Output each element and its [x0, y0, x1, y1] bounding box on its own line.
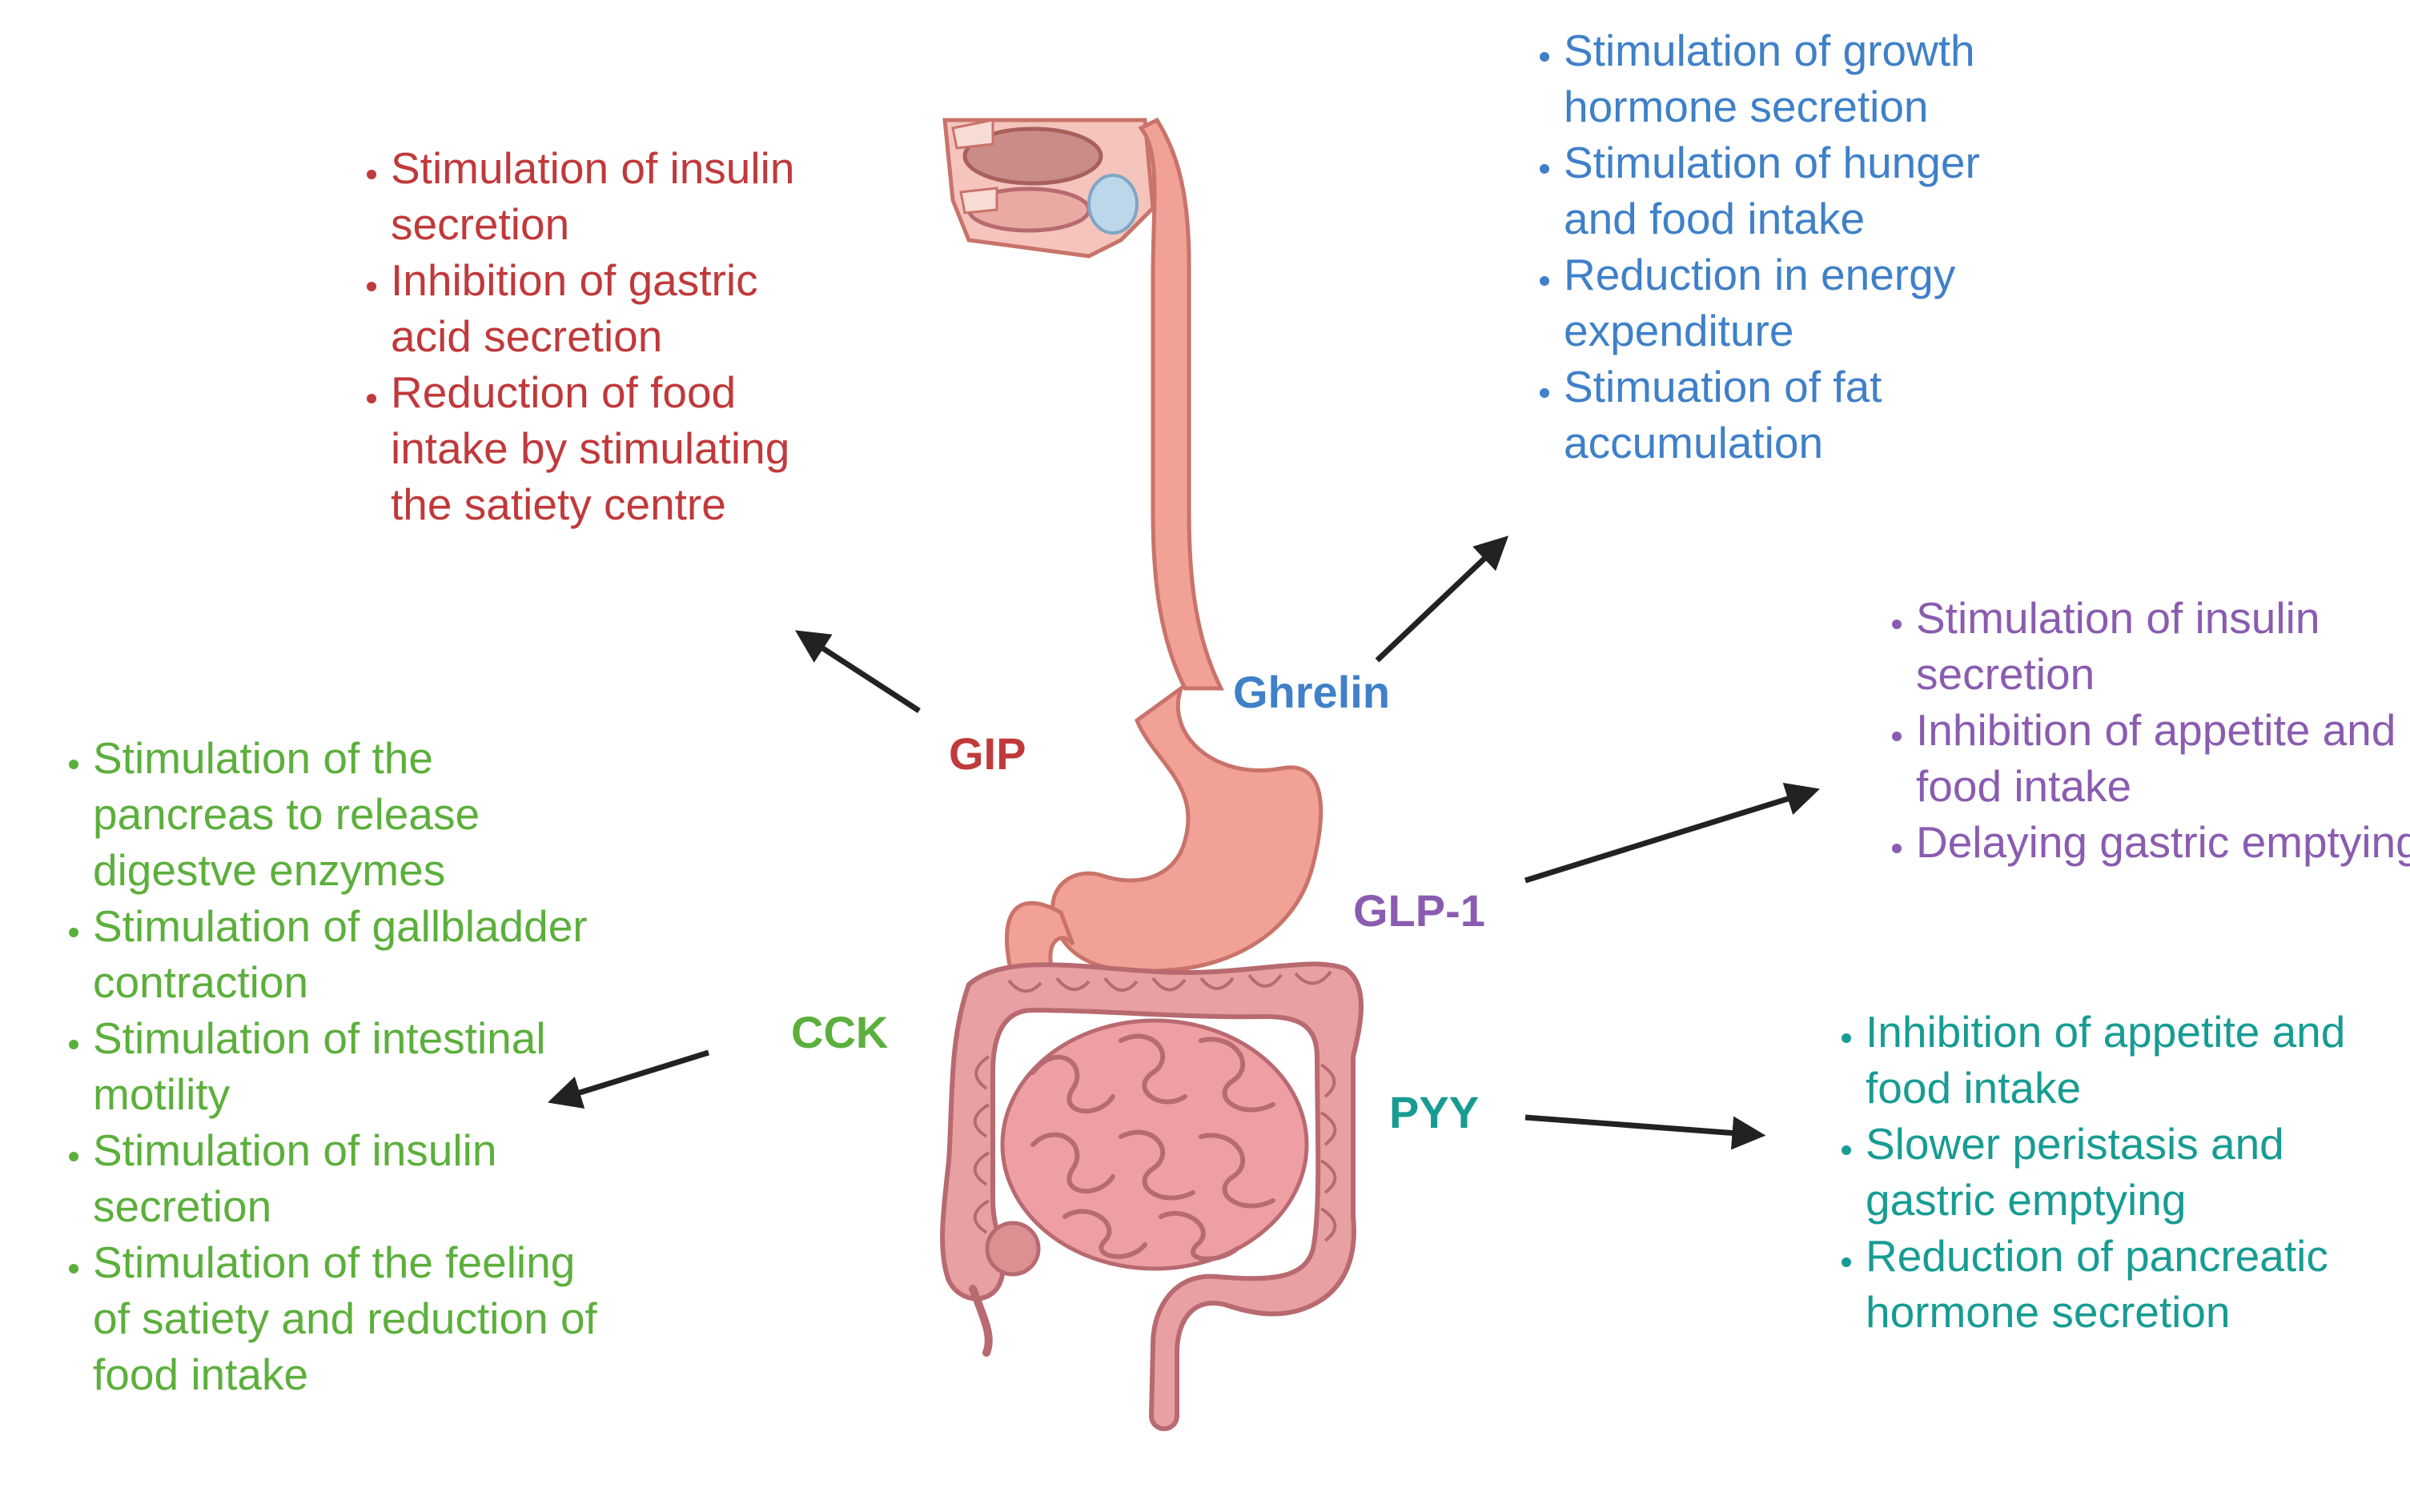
list-item: Stimuation of fat accumulation: [1564, 359, 2060, 471]
list-item: Inhibition of appetite and food intake: [1866, 1004, 2410, 1116]
hormone-label-cck: CCK: [791, 1007, 889, 1057]
list-item: Slower peristasis and gastric emptying: [1866, 1116, 2410, 1228]
arrow-gip: [794, 630, 921, 713]
small-intestine-illustration: [1000, 1018, 1309, 1271]
cck-effects-list: Stimulation of the pancreas to release d…: [38, 730, 613, 1402]
mouth-illustration: [942, 118, 1155, 259]
pyy-effects-list: Inhibition of appetite and food intake S…: [1811, 1004, 2410, 1340]
list-item: Stimulation of hunger and food intake: [1564, 134, 2060, 247]
stomach-illustration: [1050, 683, 1323, 973]
list-item: Stimulation of the pancreas to release d…: [93, 730, 613, 898]
cecum-illustration: [985, 1221, 1041, 1277]
hormone-label-gip: GIP: [949, 728, 1026, 779]
hormone-label-ghrelin: Ghrelin: [1233, 667, 1391, 717]
list-item: Stimulation of intestinal motility: [93, 1010, 613, 1122]
list-item: Reduction of food intake by stimulating …: [391, 364, 839, 532]
glp1-effects-list: Stimulation of insulin secretion Inhibit…: [1862, 590, 2410, 870]
list-item: Inhibition of gastric acid secretion: [391, 252, 839, 364]
arrows: [547, 535, 1821, 1150]
colon-haustra: [973, 970, 1337, 1242]
arrow-ghrelin: [1375, 535, 1509, 663]
list-item: Stimulation of insulin secretion: [1916, 590, 2410, 702]
gip-effects-list: Stimulation of insulin secretion Inhibit…: [336, 140, 839, 532]
arrow-glp1: [1524, 782, 1821, 884]
hormone-label-pyy: PYY: [1389, 1087, 1480, 1137]
list-item: Stimulation of growth hormone secretion: [1564, 22, 2060, 134]
appendix-illustration: [969, 1285, 993, 1357]
list-item: Stimulation of insulin secretion: [391, 140, 839, 252]
list-item: Reduction of pancreatic hormone secretio…: [1866, 1228, 2410, 1340]
hormone-label-glp1: GLP-1: [1353, 885, 1485, 936]
list-item: Stimulation of the feeling of satiety an…: [93, 1234, 613, 1402]
arrow-pyy: [1524, 1114, 1766, 1150]
list-item: Reduction in energy expenditure: [1564, 247, 2060, 359]
ghrelin-effects-list: Stimulation of growth hormone secretion …: [1509, 22, 2060, 471]
esophagus-illustration: [1138, 117, 1225, 691]
arrow-cck: [547, 1049, 710, 1109]
list-item: Delaying gastric emptying: [1916, 814, 2410, 870]
large-intestine-illustration: [940, 961, 1364, 1431]
list-item: Stimulation of insulin secretion: [93, 1122, 613, 1234]
list-item: Stimulation of gallbladder contraction: [93, 898, 613, 1010]
list-item: Inhibition of appetite and food intake: [1916, 702, 2410, 814]
